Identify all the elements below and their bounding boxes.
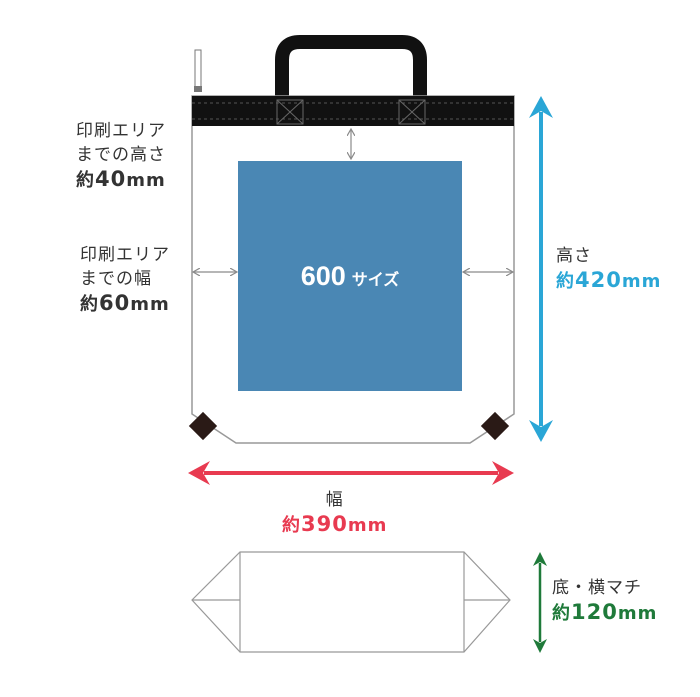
print-height-line2: までの高さ [76,145,166,165]
print-area [238,161,462,391]
gusset-arrow [533,552,547,653]
width-line1: 幅 [325,490,344,510]
height-arrow [529,96,553,442]
print-width-line2: までの幅 [80,269,152,289]
gusset-label: 底・横マチ 約120mm [552,576,657,626]
handle-attachment-right [398,99,426,125]
bag-handle [275,35,427,98]
width-arrow [188,461,514,485]
corner-tab-right [480,411,510,441]
print-width-label: 印刷エリア までの幅 約60mm [80,243,170,317]
height-label: 高さ 約420mm [556,244,661,294]
handle-attachment-left [276,99,304,125]
width-value: 約390mm [282,512,388,536]
height-line1: 高さ [556,246,592,266]
width-label: 幅 約390mm [282,488,387,538]
gusset-line1: 底・横マチ [552,578,642,598]
top-trim-band [192,96,514,126]
print-area-size-text: 600 サイズ [238,261,462,292]
print-width-value: 約60mm [80,291,170,315]
gusset-view [191,551,511,653]
print-area-size: 600 [300,261,346,291]
print-height-label: 印刷エリア までの高さ 約40mm [76,119,166,193]
print-height-line1: 印刷エリア [76,121,166,141]
gusset-value: 約120mm [552,600,658,624]
print-width-line1: 印刷エリア [80,245,170,265]
print-height-value: 約40mm [76,167,166,191]
height-value: 約420mm [556,268,662,292]
zipper-pull [194,49,202,89]
print-area-suffix: サイズ [351,272,400,289]
